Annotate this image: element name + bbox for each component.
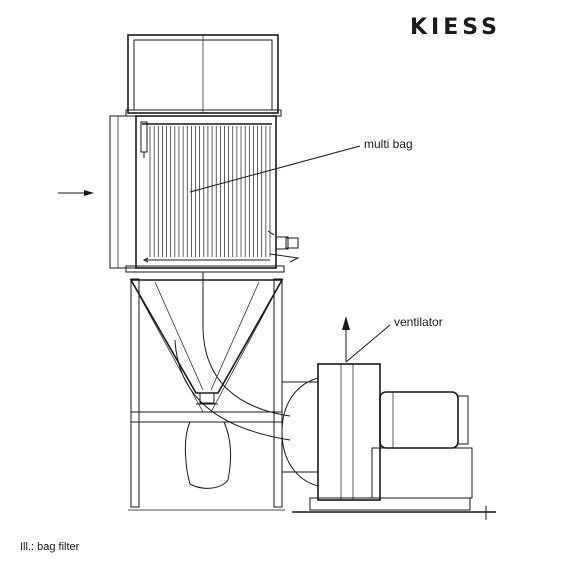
motor <box>371 391 473 499</box>
top-hood <box>125 34 282 117</box>
outlet-arrow <box>342 316 350 362</box>
ventilator-housing <box>281 363 381 501</box>
dust-bag <box>184 421 232 489</box>
duct-curve <box>174 272 291 441</box>
multi-bag-label: multi bag <box>364 137 413 151</box>
hopper <box>129 279 284 405</box>
figure-caption: Ill.: bag filter <box>20 541 80 553</box>
inlet-arrow <box>58 190 94 196</box>
kiess-logo: KIESS <box>410 15 501 40</box>
filter-bags <box>149 126 271 257</box>
svg-text:KIESS: KIESS <box>410 15 501 40</box>
pulse-valve <box>267 230 300 263</box>
filter-housing <box>109 115 285 273</box>
bag-header <box>140 121 272 263</box>
ventilator-label: ventilator <box>394 315 443 329</box>
base-frame <box>292 497 496 520</box>
ventilator-callout: ventilator <box>345 315 443 363</box>
multi-bag-callout: multi bag <box>189 137 413 193</box>
